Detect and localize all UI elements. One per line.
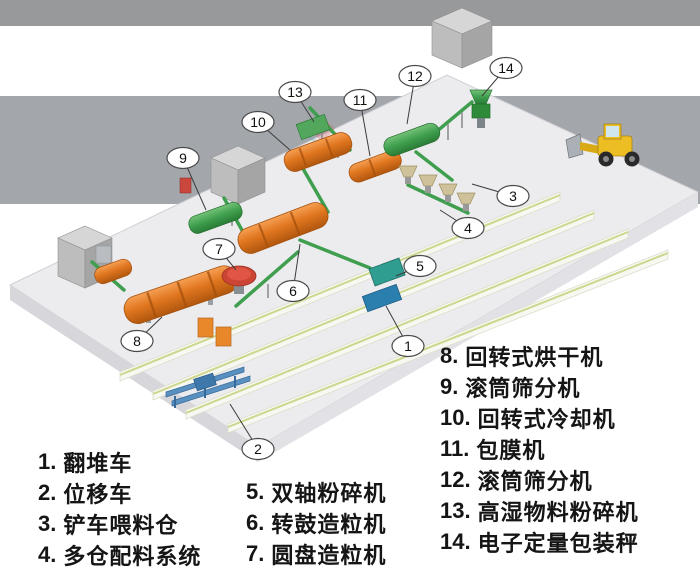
callout-number: 12	[407, 68, 423, 84]
legend-item-number: 8.	[440, 342, 459, 368]
callout-2: 2	[229, 403, 275, 461]
callout-number: 9	[179, 150, 187, 166]
callout-11: 11	[343, 88, 377, 157]
concrete-building-middle	[210, 145, 266, 205]
legend-item-6: 6. 转鼓造粒机	[246, 507, 386, 538]
callout-9: 9	[166, 146, 207, 211]
callout-number: 11	[353, 92, 368, 108]
callout-7: 7	[202, 237, 237, 271]
legend-item-12: 12. 滚筒筛分机	[440, 464, 639, 495]
callout-4: 4	[439, 209, 485, 240]
legend-item-number: 6.	[246, 509, 265, 535]
callout-number: 3	[509, 188, 517, 204]
callout-5: 5	[395, 254, 437, 278]
legend-item-number: 10.	[440, 404, 471, 430]
legend-item-number: 9.	[440, 373, 459, 399]
control-cabinet	[197, 317, 214, 338]
legend-item-label: 包膜机	[476, 437, 546, 463]
legend-item-label: 滚筒筛分机	[477, 468, 593, 494]
legend-item-number: 2.	[38, 479, 57, 505]
legend-item-label: 转鼓造粒机	[271, 511, 387, 537]
legend-item-number: 1.	[38, 448, 57, 474]
callout-number: 1	[404, 338, 412, 354]
callout-8: 8	[120, 316, 163, 353]
callout-6: 6	[276, 243, 310, 303]
callout-number: 4	[464, 220, 472, 236]
legend-item-number: 4.	[38, 541, 57, 567]
legend-item-number: 12.	[440, 466, 471, 492]
legend-item-number: 5.	[246, 478, 265, 504]
displacement-car	[193, 372, 217, 392]
callout-number: 7	[215, 241, 223, 257]
callout-13: 13	[278, 80, 315, 123]
double-shaft-crusher	[368, 257, 406, 287]
callout-12: 12	[398, 64, 432, 125]
legend-item-label: 铲车喂料仓	[63, 512, 179, 538]
legend-item-label: 滚筒筛分机	[465, 375, 581, 401]
rotary-dryer	[123, 265, 239, 324]
legend-item-9: 9. 滚筒筛分机	[440, 371, 639, 402]
callouts: 1 2 3 4 5	[120, 56, 530, 461]
legend-item-13: 13. 高湿物料粉碎机	[440, 495, 639, 526]
control-cabinet	[215, 326, 232, 347]
legend-item-label: 双轴粉碎机	[271, 480, 387, 506]
batching-hoppers	[398, 165, 476, 211]
legend-item-5: 5. 双轴粉碎机	[246, 476, 386, 507]
legend-item-label: 位移车	[63, 481, 133, 507]
callout-10: 10	[241, 110, 291, 151]
callout-number: 6	[289, 283, 297, 299]
legend-item-3: 3. 铲车喂料仓	[38, 508, 201, 539]
legend-item-label: 翻堆车	[63, 450, 133, 476]
legend-item-10: 10. 回转式冷却机	[440, 402, 639, 433]
legend-item-7: 7. 圆盘造粒机	[246, 538, 386, 569]
legend-item-number: 13.	[440, 497, 471, 523]
loader-bucket	[565, 133, 584, 159]
top-gray-band	[0, 0, 700, 26]
legend-column-3: 8. 回转式烘干机 9. 滚筒筛分机 10. 回转式冷却机 11. 包膜机 12…	[440, 340, 639, 557]
legend-item-8: 8. 回转式烘干机	[440, 340, 639, 371]
callout-number: 10	[250, 114, 266, 130]
wet-material-crusher	[295, 113, 331, 141]
disc-granulator	[221, 265, 257, 294]
legend-item-1: 1. 翻堆车	[38, 446, 201, 477]
small-red-machine	[179, 177, 192, 194]
legend-column-1: 1. 翻堆车 2. 位移车 3. 铲车喂料仓 4. 多仓配料系统	[38, 446, 201, 570]
small-feed-drum	[94, 258, 133, 285]
legend-item-number: 3.	[38, 510, 57, 536]
wheel-loader	[565, 123, 640, 167]
legend-column-2: 5. 双轴粉碎机 6. 转鼓造粒机 7. 圆盘造粒机	[246, 476, 386, 569]
legend-item-label: 电子定量包装秤	[477, 530, 639, 556]
legend-item-label: 回转式冷却机	[477, 406, 616, 432]
drum-granulator	[237, 202, 329, 254]
legend-item-label: 回转式烘干机	[465, 344, 604, 370]
legend-item-14: 14. 电子定量包装秤	[440, 526, 639, 557]
coating-machine	[348, 150, 402, 183]
callout-3: 3	[471, 183, 530, 208]
callout-number: 13	[287, 84, 303, 100]
legend-item-2: 2. 位移车	[38, 477, 201, 508]
callout-number: 2	[254, 441, 262, 457]
rotary-cooler	[283, 132, 353, 172]
callout-14: 14	[481, 56, 523, 97]
callout-1: 1	[385, 305, 425, 358]
drum-screening-machine-12	[383, 122, 441, 157]
control-box	[95, 245, 112, 264]
compost-turner	[361, 283, 403, 313]
callout-number: 8	[133, 333, 141, 349]
legend-item-4: 4. 多仓配料系统	[38, 539, 201, 570]
legend-item-label: 高湿物料粉碎机	[477, 499, 639, 525]
packing-scale	[469, 89, 493, 128]
legend-item-label: 圆盘造粒机	[271, 542, 387, 568]
drum-screening-machine-9	[188, 201, 243, 234]
legend-item-number: 11.	[440, 435, 470, 461]
callout-number: 14	[498, 60, 514, 76]
legend-item-label: 多仓配料系统	[63, 543, 202, 569]
concrete-building-top	[431, 7, 493, 69]
callout-number: 5	[416, 258, 424, 274]
displacement-car-track	[165, 366, 251, 408]
legend-item-number: 14.	[440, 528, 471, 554]
legend-item-number: 7.	[246, 540, 265, 566]
legend-item-11: 11. 包膜机	[440, 433, 639, 464]
